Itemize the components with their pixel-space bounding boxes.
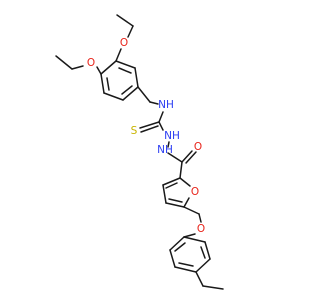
bond (204, 241, 211, 260)
bond (115, 60, 136, 69)
bonds (55, 14, 224, 290)
bond (183, 197, 190, 208)
bond (183, 233, 196, 238)
bond (103, 92, 124, 101)
bond (169, 249, 176, 268)
bond (167, 141, 170, 148)
bond (198, 213, 202, 223)
nitrogen-atom-hydrazine-1: NH (164, 130, 180, 142)
bond (165, 202, 185, 208)
molecule-canvas: O O NH S NH NH O O O (55, 14, 224, 290)
bond (195, 271, 204, 287)
oxygen-atom-ethoxy-left: O (87, 57, 95, 69)
oxygen-atom-carbonyl: O (194, 141, 202, 153)
bond (174, 242, 186, 252)
bond (134, 67, 139, 88)
bond (158, 111, 164, 123)
bond (169, 236, 185, 251)
bond (149, 101, 159, 105)
bond (116, 14, 134, 27)
bond (167, 152, 183, 163)
bond (179, 161, 183, 179)
bond (185, 151, 197, 164)
bond (168, 198, 183, 203)
bond (127, 25, 134, 38)
bond (181, 150, 193, 163)
bond (202, 285, 224, 290)
oxygen-atom-ethoxy-top: O (120, 37, 128, 49)
bond (200, 246, 206, 259)
bond (118, 67, 132, 74)
oxygen-atom-furan: O (191, 186, 199, 198)
bond (140, 125, 159, 133)
bond (162, 177, 181, 186)
oxygen-atom-ether: O (197, 223, 205, 235)
bond (100, 60, 117, 75)
bond (100, 73, 105, 94)
sulfur-atom-thione: S (131, 125, 138, 137)
bond (195, 258, 211, 273)
bond (55, 55, 73, 70)
structure-diagram: O O NH S NH NH O O O (55, 14, 224, 290)
bond (174, 266, 197, 273)
bond (183, 236, 206, 243)
nitrogen-atom-thiourea: NH (158, 99, 174, 111)
bond (139, 121, 160, 129)
bond (158, 121, 164, 131)
bond (115, 48, 122, 62)
bond (179, 177, 191, 187)
bond (165, 182, 178, 189)
atom-labels: O O NH S NH NH O O O (87, 37, 205, 235)
bond (183, 206, 200, 215)
bond (122, 86, 139, 101)
bond (162, 184, 167, 204)
bond (178, 262, 194, 267)
bond (96, 66, 102, 75)
bond (121, 85, 133, 95)
bond (71, 65, 84, 70)
nitrogen-atom-hydrazine-2: NH (157, 144, 173, 156)
bond (137, 86, 151, 103)
bond (106, 77, 110, 91)
